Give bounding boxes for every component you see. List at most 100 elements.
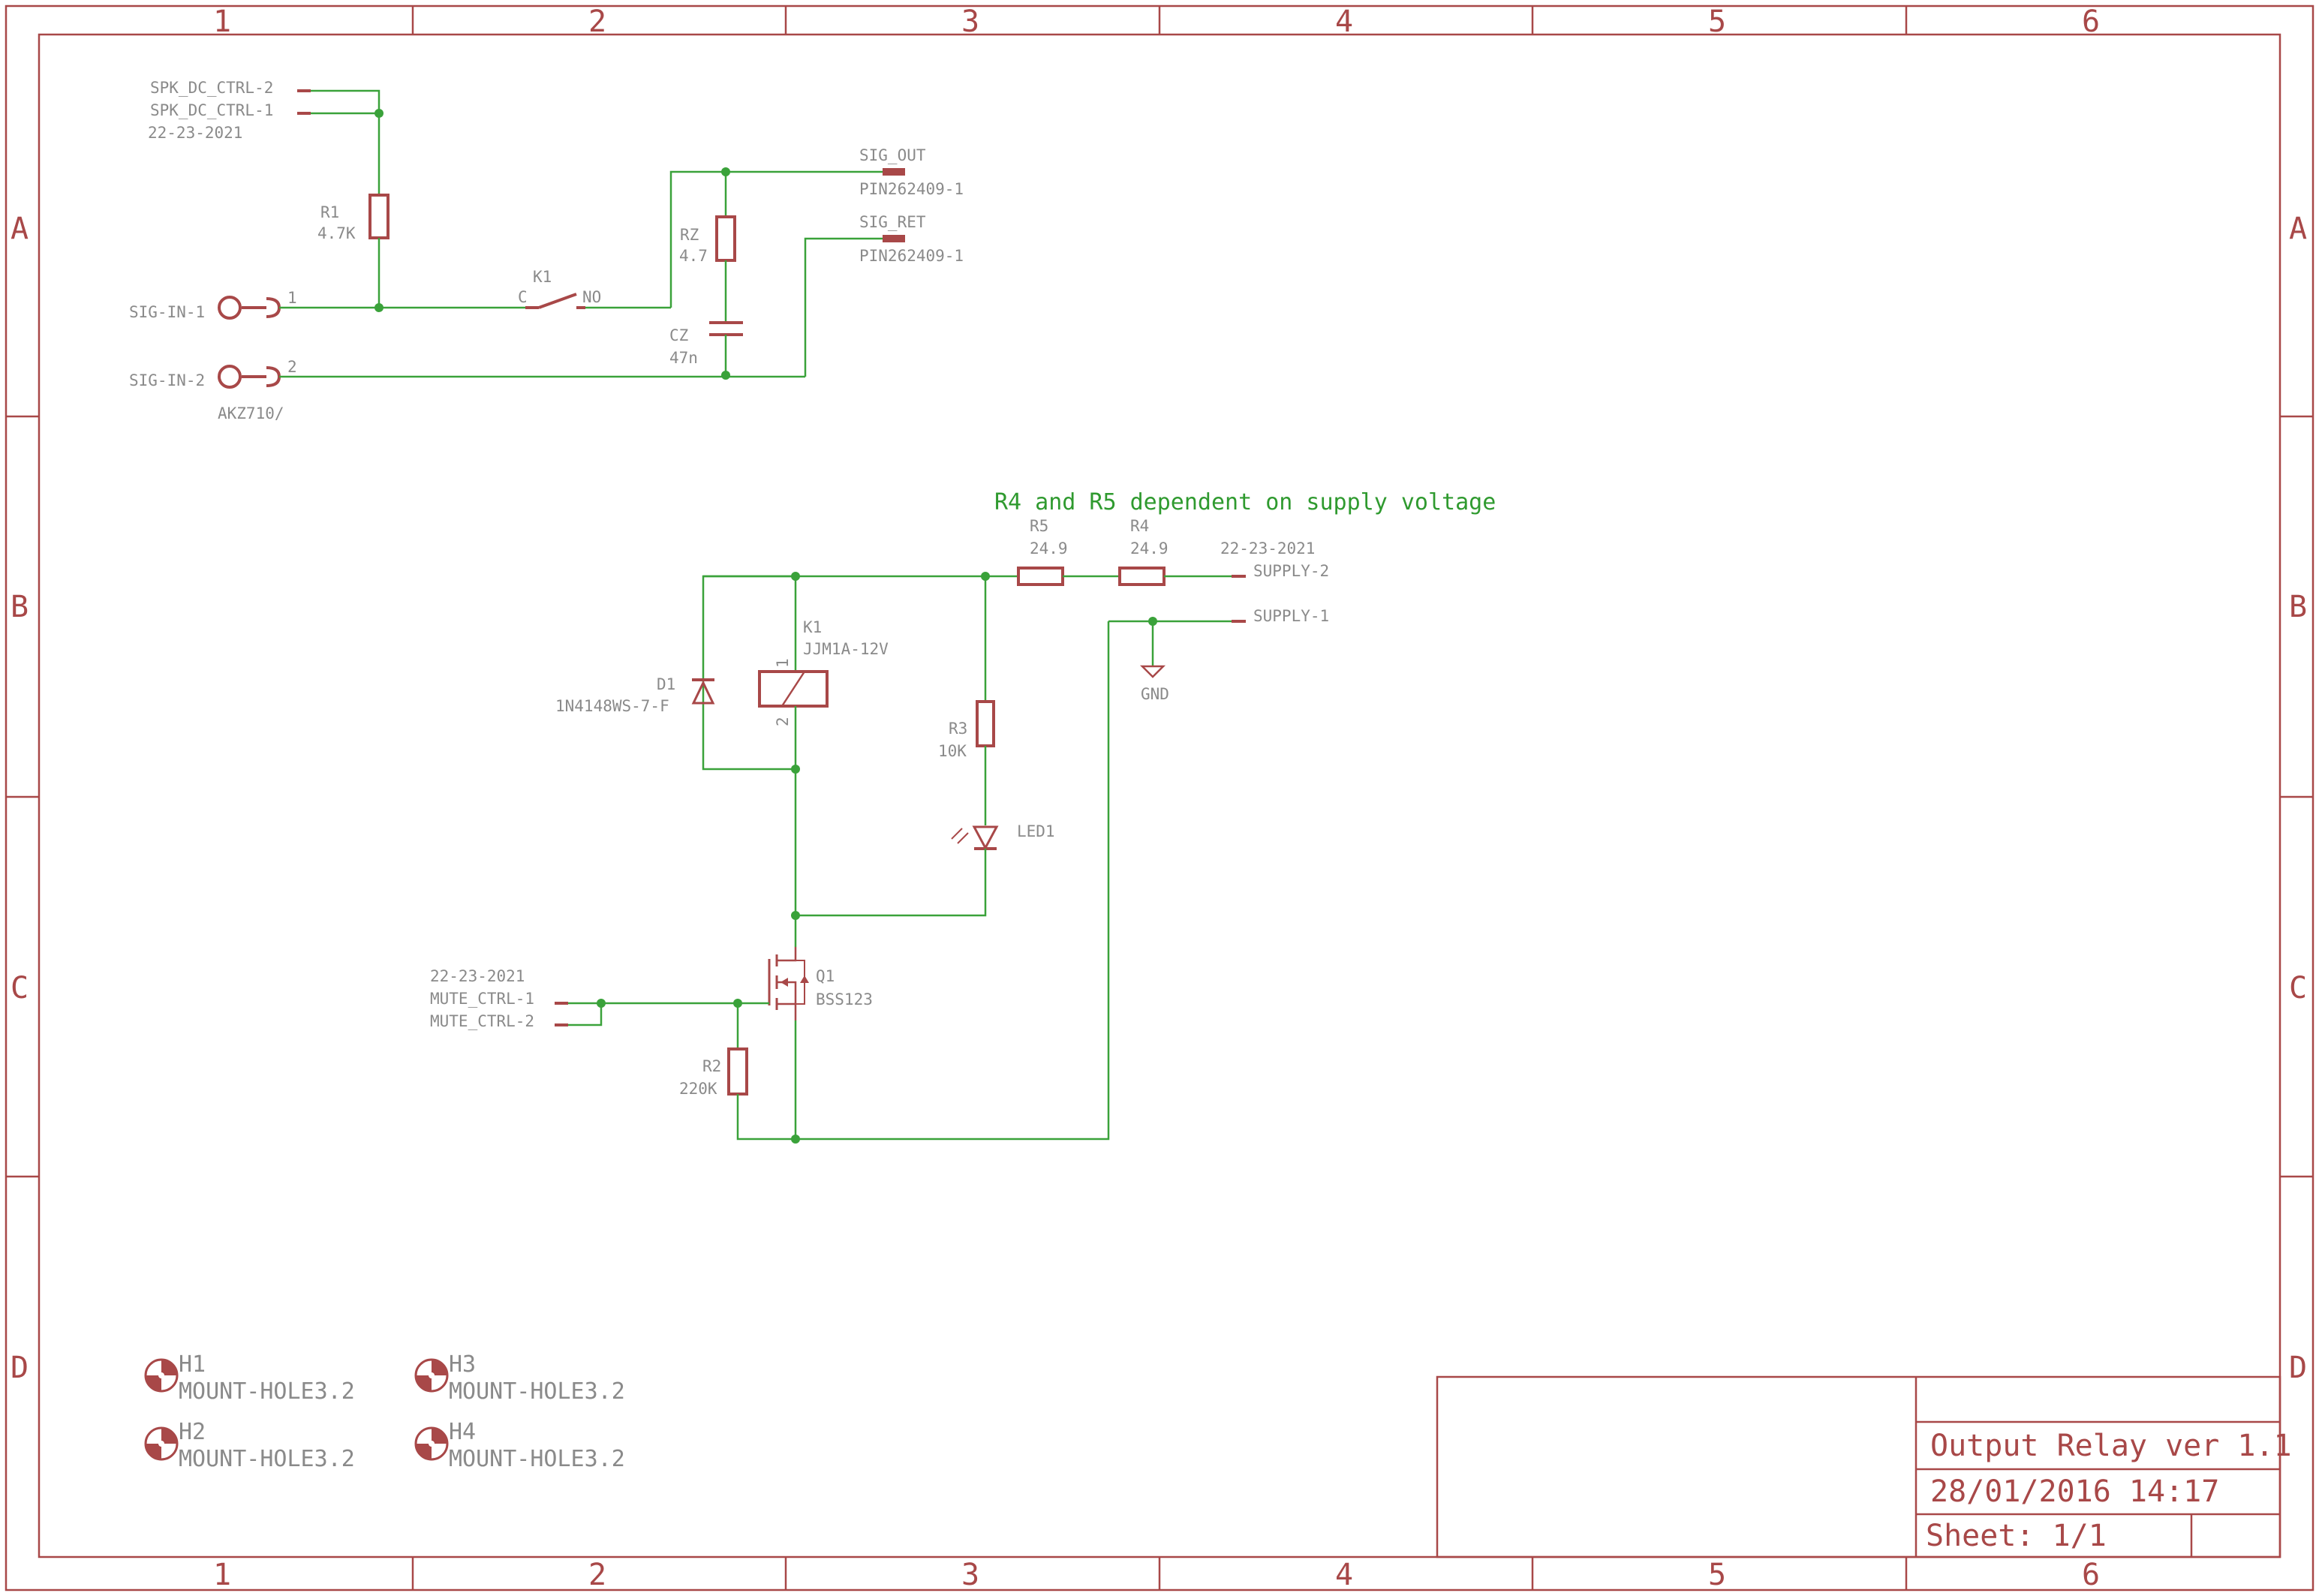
- h2-name: H2: [179, 1419, 206, 1445]
- mount-hole-h4: H4 MOUNT-HOLE3.2: [414, 1419, 625, 1472]
- r5-resistor: [1017, 567, 1064, 586]
- rz-name: RZ: [680, 226, 699, 244]
- sig-in-1-label: SIG-IN-1: [129, 303, 205, 321]
- title-block-date: 28/01/2016 14:17: [1930, 1474, 2219, 1509]
- column-label: 6: [2082, 5, 2100, 39]
- k1-no-label: NO: [582, 288, 601, 306]
- relay-drive-section: R5 24.9 R4 24.9 22-23-2021 SUPPLY-2 SUPP…: [430, 517, 1329, 1144]
- r3-resistor: [976, 700, 995, 747]
- column-label: 3: [961, 5, 979, 39]
- supply-1-label: SUPPLY-1: [1253, 607, 1329, 625]
- sig-in-2-jack-icon: [218, 365, 281, 389]
- h2-part: MOUNT-HOLE3.2: [179, 1446, 355, 1472]
- title-block-sheet: Sheet: 1/1: [1926, 1519, 2107, 1553]
- row-label: A: [11, 212, 29, 246]
- k1-contact-switch: [525, 293, 585, 309]
- column-label: 4: [1335, 5, 1353, 39]
- supply-2-label: SUPPLY-2: [1253, 562, 1329, 580]
- row-label: D: [2289, 1351, 2307, 1385]
- drawing-frame: [5, 5, 2314, 1591]
- r4-value: 24.9: [1130, 540, 1169, 558]
- title-block: Output Relay ver 1.1 28/01/2016 14:17 Sh…: [1436, 1375, 2292, 1558]
- k1-c-label: C: [518, 288, 528, 306]
- r5-value: 24.9: [1030, 540, 1068, 558]
- spk-date-label: 22-23-2021: [148, 124, 242, 142]
- k1-coil-diagonal: [781, 671, 806, 707]
- h1-part: MOUNT-HOLE3.2: [179, 1378, 355, 1405]
- sig-out-label: SIG_OUT: [859, 146, 926, 164]
- r5-name: R5: [1030, 517, 1048, 535]
- rz-value: 4.7: [679, 247, 708, 265]
- h3-part: MOUNT-HOLE3.2: [449, 1378, 625, 1405]
- column-label: 1: [213, 5, 231, 39]
- r4-resistor: [1118, 567, 1166, 586]
- row-label: C: [2289, 971, 2307, 1005]
- r1-value: 4.7K: [317, 224, 356, 242]
- r2-name: R2: [702, 1057, 721, 1075]
- led1-icon: [951, 825, 999, 851]
- column-label: 1: [213, 1558, 231, 1592]
- h4-part: MOUNT-HOLE3.2: [449, 1446, 625, 1472]
- column-labels-bottom: 1 2 3 4 5 6: [213, 1558, 2100, 1592]
- k1-coil-part: JJM1A-12V: [803, 640, 889, 658]
- title-block-title: Output Relay ver 1.1: [1930, 1429, 2292, 1463]
- sig-ret-pin: [883, 235, 905, 242]
- mount-hole-icon: [144, 1426, 179, 1461]
- h4-name: H4: [449, 1419, 476, 1445]
- d1-diode: [691, 678, 715, 705]
- cz-name: CZ: [669, 326, 688, 344]
- r2-value: 220K: [679, 1080, 717, 1098]
- mute-date-label: 22-23-2021: [430, 967, 525, 985]
- cz-capacitor: [709, 321, 743, 336]
- row-label: B: [11, 590, 29, 624]
- q1-part: BSS123: [816, 990, 873, 1008]
- mount-hole-h3: H3 MOUNT-HOLE3.2: [414, 1351, 625, 1405]
- coil-pin-1: 1: [774, 658, 792, 668]
- spk-dc-ctrl-1-label: SPK_DC_CTRL-1: [150, 101, 273, 119]
- supply-voltage-note: R4 and R5 dependent on supply voltage: [994, 489, 1496, 515]
- cz-value: 47n: [669, 349, 698, 367]
- mute-ctrl-2-label: MUTE_CTRL-2: [430, 1012, 534, 1030]
- d1-name: D1: [657, 675, 675, 693]
- r3-name: R3: [949, 720, 967, 738]
- r4-name: R4: [1130, 517, 1149, 535]
- r1-name: R1: [320, 203, 339, 221]
- sig-in-2-label: SIG-IN-2: [129, 371, 205, 389]
- row-label: B: [2289, 590, 2307, 624]
- k1-coil-name: K1: [803, 618, 822, 636]
- mount-hole-icon: [414, 1426, 449, 1461]
- row-label: A: [2289, 212, 2307, 246]
- sig-in-1-pin: 1: [287, 289, 297, 307]
- spk-dc-ctrl-2-label: SPK_DC_CTRL-2: [150, 79, 273, 97]
- column-label: 6: [2082, 1558, 2100, 1592]
- column-label: 2: [588, 5, 606, 39]
- row-labels-right: A B C D: [2289, 212, 2307, 1385]
- column-label: 2: [588, 1558, 606, 1592]
- supply-date-label: 22-23-2021: [1220, 540, 1315, 558]
- rz-resistor: [715, 215, 736, 262]
- signal-section: SPK_DC_CTRL-2 SPK_DC_CTRL-1 22-23-2021 R…: [129, 79, 964, 422]
- mount-hole-icon: [414, 1358, 449, 1393]
- column-label: 3: [961, 1558, 979, 1592]
- column-label: 5: [1708, 5, 1726, 39]
- r2-resistor: [727, 1047, 748, 1096]
- mount-hole-h2: H2 MOUNT-HOLE3.2: [144, 1419, 355, 1472]
- mute-ctrl-1-label: MUTE_CTRL-1: [430, 990, 534, 1008]
- d1-part: 1N4148WS-7-F: [555, 697, 669, 715]
- gnd-label: GND: [1141, 685, 1169, 703]
- row-labels-left: A B C D: [11, 212, 29, 1385]
- q1-name: Q1: [816, 967, 835, 985]
- coil-pin-2: 2: [774, 717, 792, 726]
- mount-hole-icon: [144, 1358, 179, 1393]
- row-label: C: [11, 971, 29, 1005]
- k1-coil: [758, 670, 829, 708]
- r1-resistor: [368, 194, 390, 239]
- row-label: D: [11, 1351, 29, 1385]
- h3-name: H3: [449, 1351, 476, 1378]
- column-label: 5: [1708, 1558, 1726, 1592]
- sig-out-pin: [883, 168, 905, 176]
- led1-label: LED1: [1017, 822, 1055, 840]
- sig-in-2-pin: 2: [287, 358, 297, 376]
- sig-in-1-jack-icon: [218, 296, 281, 320]
